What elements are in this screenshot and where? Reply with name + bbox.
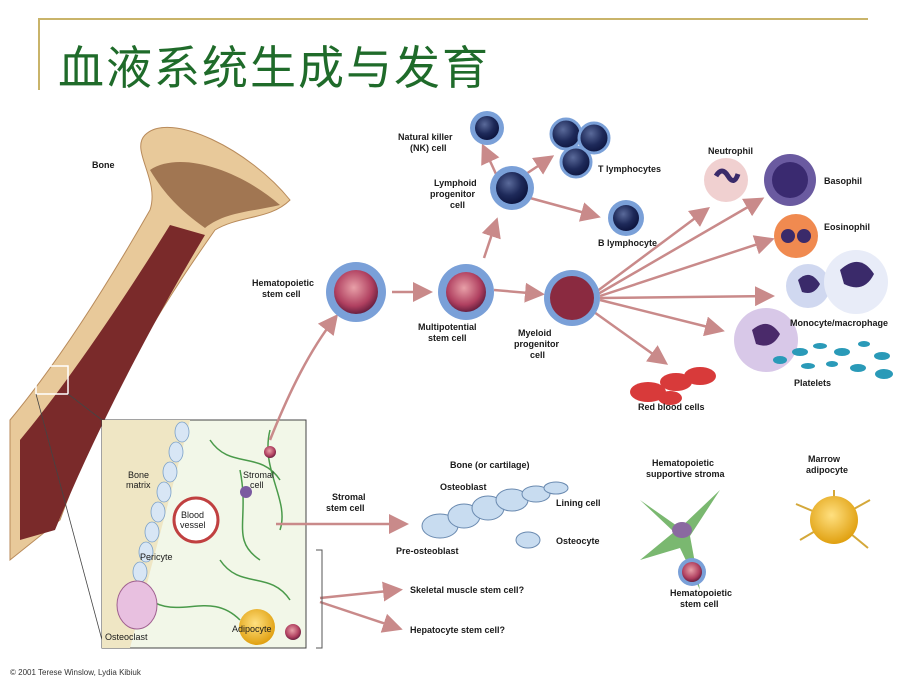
- label-basophil: Basophil: [824, 176, 862, 186]
- multipotential-stem-cell: [438, 264, 494, 320]
- label-myeloid-2: progenitor: [514, 339, 559, 349]
- label-b-lymphocyte: B lymphocyte: [598, 238, 657, 248]
- label-osteocyte: Osteocyte: [556, 536, 600, 546]
- label-bone: Bone: [92, 160, 115, 170]
- label-bone-matrix-2: matrix: [126, 480, 151, 490]
- t-lymphocytes: [549, 117, 611, 179]
- label-multipotential-1: Multipotential: [418, 322, 477, 332]
- label-pericyte: Pericyte: [140, 552, 173, 562]
- label-neutrophil: Neutrophil: [708, 146, 753, 156]
- copyright: © 2001 Terese Winslow, Lydia Kibiuk: [10, 668, 141, 677]
- label-bone-cartilage: Bone (or cartilage): [450, 460, 530, 470]
- label-nk-1: Natural killer: [398, 132, 453, 142]
- myeloid-progenitor-cell: [544, 270, 600, 326]
- label-skeletal: Skeletal muscle stem cell?: [410, 585, 524, 595]
- label-rbc: Red blood cells: [638, 402, 705, 412]
- label-blood-vessel-2: vessel: [180, 520, 206, 530]
- lymphoid-progenitor-cell: [490, 166, 534, 210]
- label-myeloid-1: Myeloid: [518, 328, 552, 338]
- label-eosinophil: Eosinophil: [824, 222, 870, 232]
- label-stromal-cell-2: cell: [250, 480, 264, 490]
- page-title: 血液系统生成与发育: [58, 41, 490, 95]
- label-lymphoid-1: Lymphoid: [434, 178, 477, 188]
- label-osteoclast: Osteoclast: [105, 632, 148, 642]
- label-hsc-stroma-1: Hematopoietic: [652, 458, 714, 468]
- monocyte-macrophage: [734, 250, 888, 372]
- label-marrow-adipocyte-2: adipocyte: [806, 465, 848, 475]
- label-hsc2-1: Hematopoietic: [670, 588, 732, 598]
- marrow-adipocyte: [795, 490, 871, 549]
- hematopoietic-stem-cell: [326, 262, 386, 322]
- title-frame: [38, 18, 868, 90]
- bone-illustration: [9, 126, 291, 641]
- eosinophil: [774, 214, 818, 258]
- label-stromal-cell-1: Stromal: [243, 470, 274, 480]
- label-blood-vessel-1: Blood: [181, 510, 204, 520]
- b-lymphocyte: [608, 200, 644, 236]
- marrow-inset: [101, 419, 307, 649]
- label-stromal-stem-2: stem cell: [326, 503, 365, 513]
- label-lining-cell: Lining cell: [556, 498, 601, 508]
- lineage-arrows: [268, 143, 775, 633]
- label-hsc-stroma-2: supportive stroma: [646, 469, 726, 479]
- label-monocyte: Monocyte/macrophage: [790, 318, 888, 328]
- label-hsc-2: stem cell: [262, 289, 301, 299]
- label-nk-2: (NK) cell: [410, 143, 447, 153]
- label-hsc-1: Hematopoietic: [252, 278, 314, 288]
- label-marrow-adipocyte-1: Marrow: [808, 454, 841, 464]
- neutrophil: [704, 158, 748, 202]
- supportive-stroma: [640, 490, 720, 590]
- nk-cell: [470, 111, 504, 145]
- label-hsc2-2: stem cell: [680, 599, 719, 609]
- label-myeloid-3: cell: [530, 350, 545, 360]
- label-platelets: Platelets: [794, 378, 831, 388]
- label-pre-osteoblast: Pre-osteoblast: [396, 546, 459, 556]
- label-bone-matrix-1: Bone: [128, 470, 149, 480]
- label-t-lymphocytes: T lymphocytes: [598, 164, 661, 174]
- basophil: [764, 154, 816, 206]
- label-multipotential-2: stem cell: [428, 333, 467, 343]
- label-hepatocyte: Hepatocyte stem cell?: [410, 625, 505, 635]
- osteoblast-lineage: [421, 481, 569, 549]
- platelets: [773, 341, 893, 379]
- label-osteoblast: Osteoblast: [440, 482, 487, 492]
- red-blood-cells: [630, 367, 716, 405]
- label-stromal-stem-1: Stromal: [332, 492, 366, 502]
- label-lymphoid-3: cell: [450, 200, 465, 210]
- label-adipocyte: Adipocyte: [232, 624, 272, 634]
- label-lymphoid-2: progenitor: [430, 189, 475, 199]
